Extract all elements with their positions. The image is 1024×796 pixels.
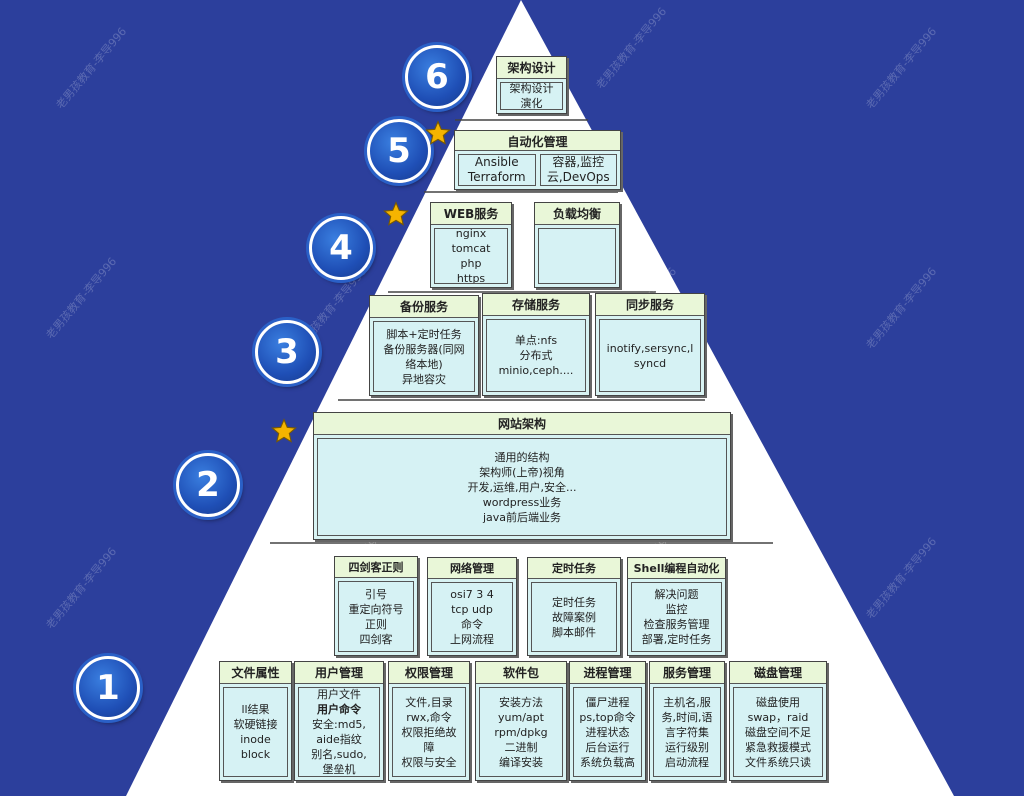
box-title: 权限管理 [389, 662, 469, 684]
box-title: 用户管理 [295, 662, 383, 684]
box-software-package: 软件包 安装方法 yum/apt rpm/dpkg 二进制 编译安装 [475, 661, 567, 781]
box-body: nginx tomcat php https [434, 228, 508, 284]
box-body: ll结果 软硬链接 inode block [223, 687, 288, 777]
box-disk-management: 磁盘管理 磁盘使用 swap，raid 磁盘空间不足 紧急救援模式 文件系统只读 [729, 661, 827, 781]
box-process-management: 进程管理 僵尸进程 ps,top命令 进程状态 后台运行 系统负载高 [569, 661, 646, 781]
box-body: 通用的结构 架构师(上帝)视角 开发,运维,用户,安全... wordpress… [317, 438, 727, 536]
box-title: 服务管理 [650, 662, 724, 684]
box-backup-service: 备份服务 脚本+定时任务 备份服务器(同网 络本地) 异地容灾 [369, 295, 479, 396]
box-body: 安装方法 yum/apt rpm/dpkg 二进制 编译安装 [479, 687, 563, 777]
star-icon [383, 201, 409, 226]
box-service-management: 服务管理 主机名,服 务,时间,语 言字符集 运行级别 启动流程 [649, 661, 725, 781]
box-title: 同步服务 [596, 294, 704, 316]
box-title: 网络管理 [428, 558, 516, 579]
box-body: 磁盘使用 swap，raid 磁盘空间不足 紧急救援模式 文件系统只读 [733, 687, 823, 777]
level-badge-2: 2 [176, 453, 240, 517]
box-title: WEB服务 [431, 203, 511, 225]
box-cell-right: 容器,监控 云,DevOps [539, 154, 617, 186]
box-four-swordsmen-regex: 四剑客正则 引号 重定向符号 正则 四剑客 [334, 556, 418, 656]
level-badge-3: 3 [255, 320, 319, 384]
box-body: Ansible Terraform 容器,监控 云,DevOps [455, 151, 620, 189]
box-title: 软件包 [476, 662, 566, 684]
box-sync-service: 同步服务 inotify,sersync,l syncd [595, 293, 705, 396]
box-title: 进程管理 [570, 662, 645, 684]
box-website-architecture: 网站架构 通用的结构 架构师(上帝)视角 开发,运维,用户,安全... word… [313, 412, 731, 540]
box-title: 磁盘管理 [730, 662, 826, 684]
box-body: 引号 重定向符号 正则 四剑客 [338, 581, 414, 652]
box-shell-automation: Shell编程自动化 解决问题 监控 检查服务管理 部署,定时任务 [627, 557, 726, 656]
box-body: 僵尸进程 ps,top命令 进程状态 后台运行 系统负载高 [573, 687, 642, 777]
box-body: inotify,sersync,l syncd [599, 319, 701, 392]
box-title: 网站架构 [314, 413, 730, 435]
box-title: 负载均衡 [535, 203, 619, 225]
box-title: 四剑客正则 [335, 557, 417, 578]
box-body: 文件,目录 rwx,命令 权限拒绝故 障 权限与安全 [392, 687, 466, 777]
box-load-balancing: 负载均衡 [534, 202, 620, 288]
box-body: 脚本+定时任务 备份服务器(同网 络本地) 异地容灾 [373, 321, 475, 392]
box-body: osi7 3 4 tcp udp 命令 上网流程 [431, 582, 513, 652]
box-body: 解决问题 监控 检查服务管理 部署,定时任务 [631, 582, 722, 652]
star-icon [271, 418, 297, 443]
level-badge-6: 6 [405, 45, 469, 109]
box-network-management: 网络管理 osi7 3 4 tcp udp 命令 上网流程 [427, 557, 517, 656]
box-title: 存储服务 [483, 294, 589, 316]
box-body: 主机名,服 务,时间,语 言字符集 运行级别 启动流程 [653, 687, 721, 777]
user-body-bold: 用户命令 [317, 703, 361, 716]
box-architecture-design: 架构设计 架构设计 演化 [496, 56, 567, 114]
box-title: 备份服务 [370, 296, 478, 318]
box-body [538, 228, 616, 284]
box-user-management: 用户管理 用户文件 用户命令 安全:md5, aide指纹 别名,sudo, 堡… [294, 661, 384, 781]
user-body-post: 安全:md5, aide指纹 别名,sudo, 堡垒机 [311, 718, 367, 776]
level-badge-1: 1 [76, 656, 140, 720]
box-file-attributes: 文件属性 ll结果 软硬链接 inode block [219, 661, 292, 781]
box-title: 文件属性 [220, 662, 291, 684]
box-cell-left: Ansible Terraform [458, 154, 536, 186]
user-body-pre: 用户文件 [317, 688, 361, 701]
box-web-service: WEB服务 nginx tomcat php https [430, 202, 512, 288]
box-automation-management: 自动化管理 Ansible Terraform 容器,监控 云,DevOps [454, 130, 621, 190]
pyramid-triangle [126, 0, 954, 796]
level-badge-4: 4 [309, 216, 373, 280]
box-title: 架构设计 [497, 57, 566, 79]
box-storage-service: 存储服务 单点:nfs 分布式 minio,ceph.... [482, 293, 590, 396]
box-title: Shell编程自动化 [628, 558, 725, 579]
box-body: 单点:nfs 分布式 minio,ceph.... [486, 319, 586, 392]
box-body: 定时任务 故障案例 脚本邮件 [531, 582, 617, 652]
box-body: 用户文件 用户命令 安全:md5, aide指纹 别名,sudo, 堡垒机 [298, 687, 380, 777]
box-scheduled-tasks: 定时任务 定时任务 故障案例 脚本邮件 [527, 557, 621, 656]
level-badge-5: 5 [367, 119, 431, 183]
box-body: 架构设计 演化 [500, 82, 563, 110]
box-title: 定时任务 [528, 558, 620, 579]
box-title: 自动化管理 [455, 131, 620, 151]
star-icon [425, 120, 451, 145]
box-permission-management: 权限管理 文件,目录 rwx,命令 权限拒绝故 障 权限与安全 [388, 661, 470, 781]
